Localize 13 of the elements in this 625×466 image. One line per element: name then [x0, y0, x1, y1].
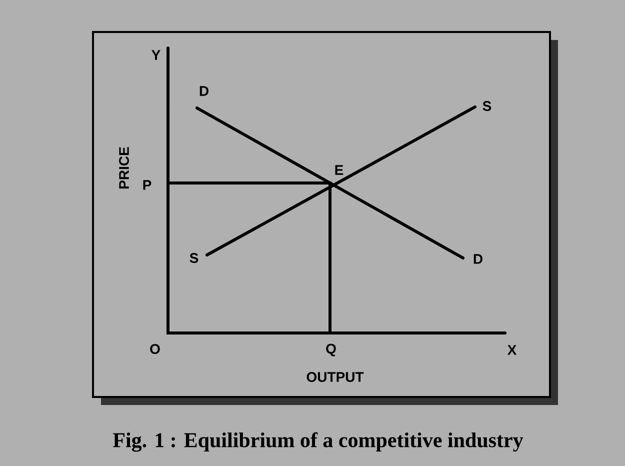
curve-label: S — [190, 253, 198, 263]
axis-letter: X — [507, 345, 517, 355]
axis-letter: Y — [152, 50, 160, 60]
point-label: O — [150, 344, 160, 354]
curve-label: S — [482, 101, 492, 111]
point-label: E — [335, 165, 344, 175]
point-label: P — [143, 180, 152, 190]
point-label: Q — [326, 344, 336, 356]
axis-title: OUTPUT — [306, 372, 364, 382]
axis-title: PRICE — [119, 147, 129, 188]
curve-label: D — [474, 254, 482, 264]
curve-label: D — [200, 86, 208, 96]
figure-caption: Fig. 1 : Equilibrium of a competitive industry — [113, 432, 524, 452]
